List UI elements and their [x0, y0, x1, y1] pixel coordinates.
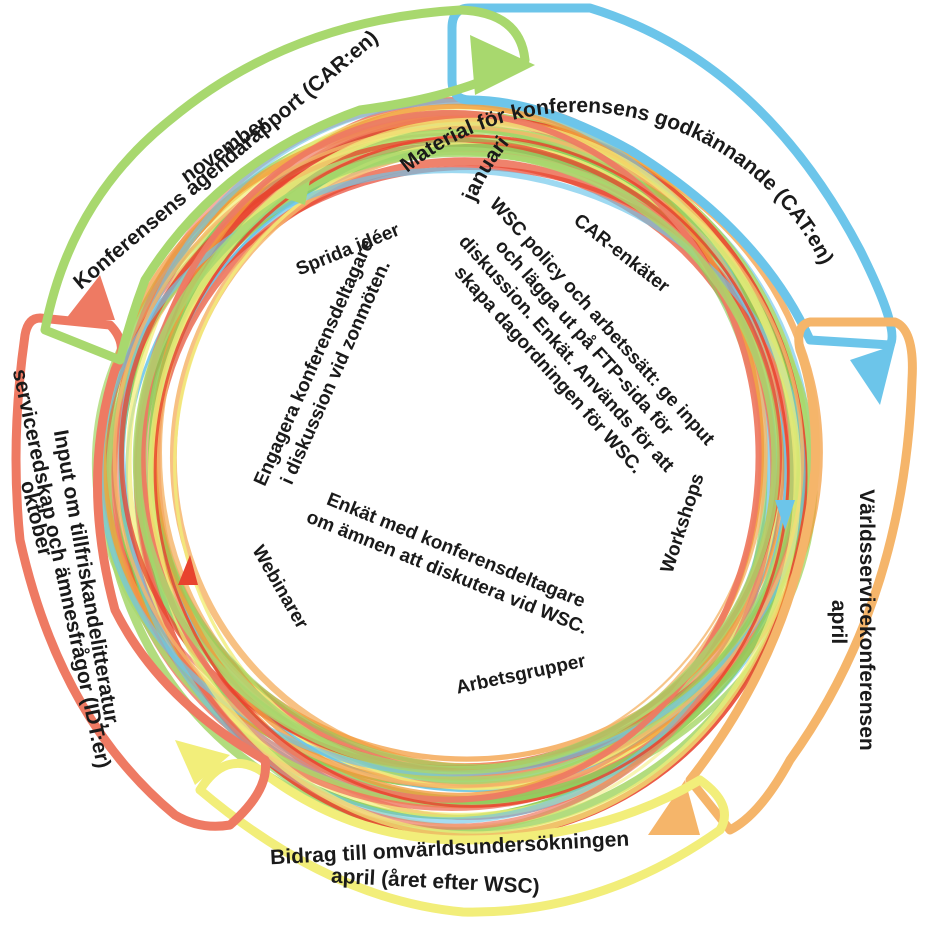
label-arbetsgrupper: Arbetsgrupper	[454, 651, 588, 699]
center-text-survey: Enkät med konferensdeltagare om ämnen at…	[303, 489, 590, 639]
stage-time-bidrag: april (året efter WSC)	[330, 865, 540, 899]
label-webinarer: Webinarer	[248, 542, 313, 633]
ring	[153, 134, 790, 808]
inner-arrow-red	[178, 555, 198, 585]
stage-band-wsc	[648, 317, 917, 835]
stage-band-bidrag	[175, 740, 729, 917]
label-workshops: Workshops	[657, 471, 709, 576]
stage-band-idt	[11, 275, 271, 831]
inner-arrow-blue	[775, 500, 795, 530]
ring	[132, 146, 780, 775]
ring	[147, 117, 802, 839]
svg-text:om ämnen att diskutera vid WSC: om ämnen att diskutera vid WSC.	[303, 507, 590, 639]
center-text-engage: Engagera konferensdeltagare i diskussion…	[250, 237, 395, 490]
inner-arrow-green	[285, 180, 310, 205]
ring	[112, 125, 805, 789]
stage-band-car	[40, 5, 535, 365]
svg-text:Enkät med konferensdeltagare: Enkät med konferensdeltagare	[324, 489, 588, 612]
stage-title-wsc: Världsservicekonferensen	[855, 489, 878, 750]
ring	[139, 109, 762, 803]
stage-time-wsc: april	[827, 600, 850, 644]
